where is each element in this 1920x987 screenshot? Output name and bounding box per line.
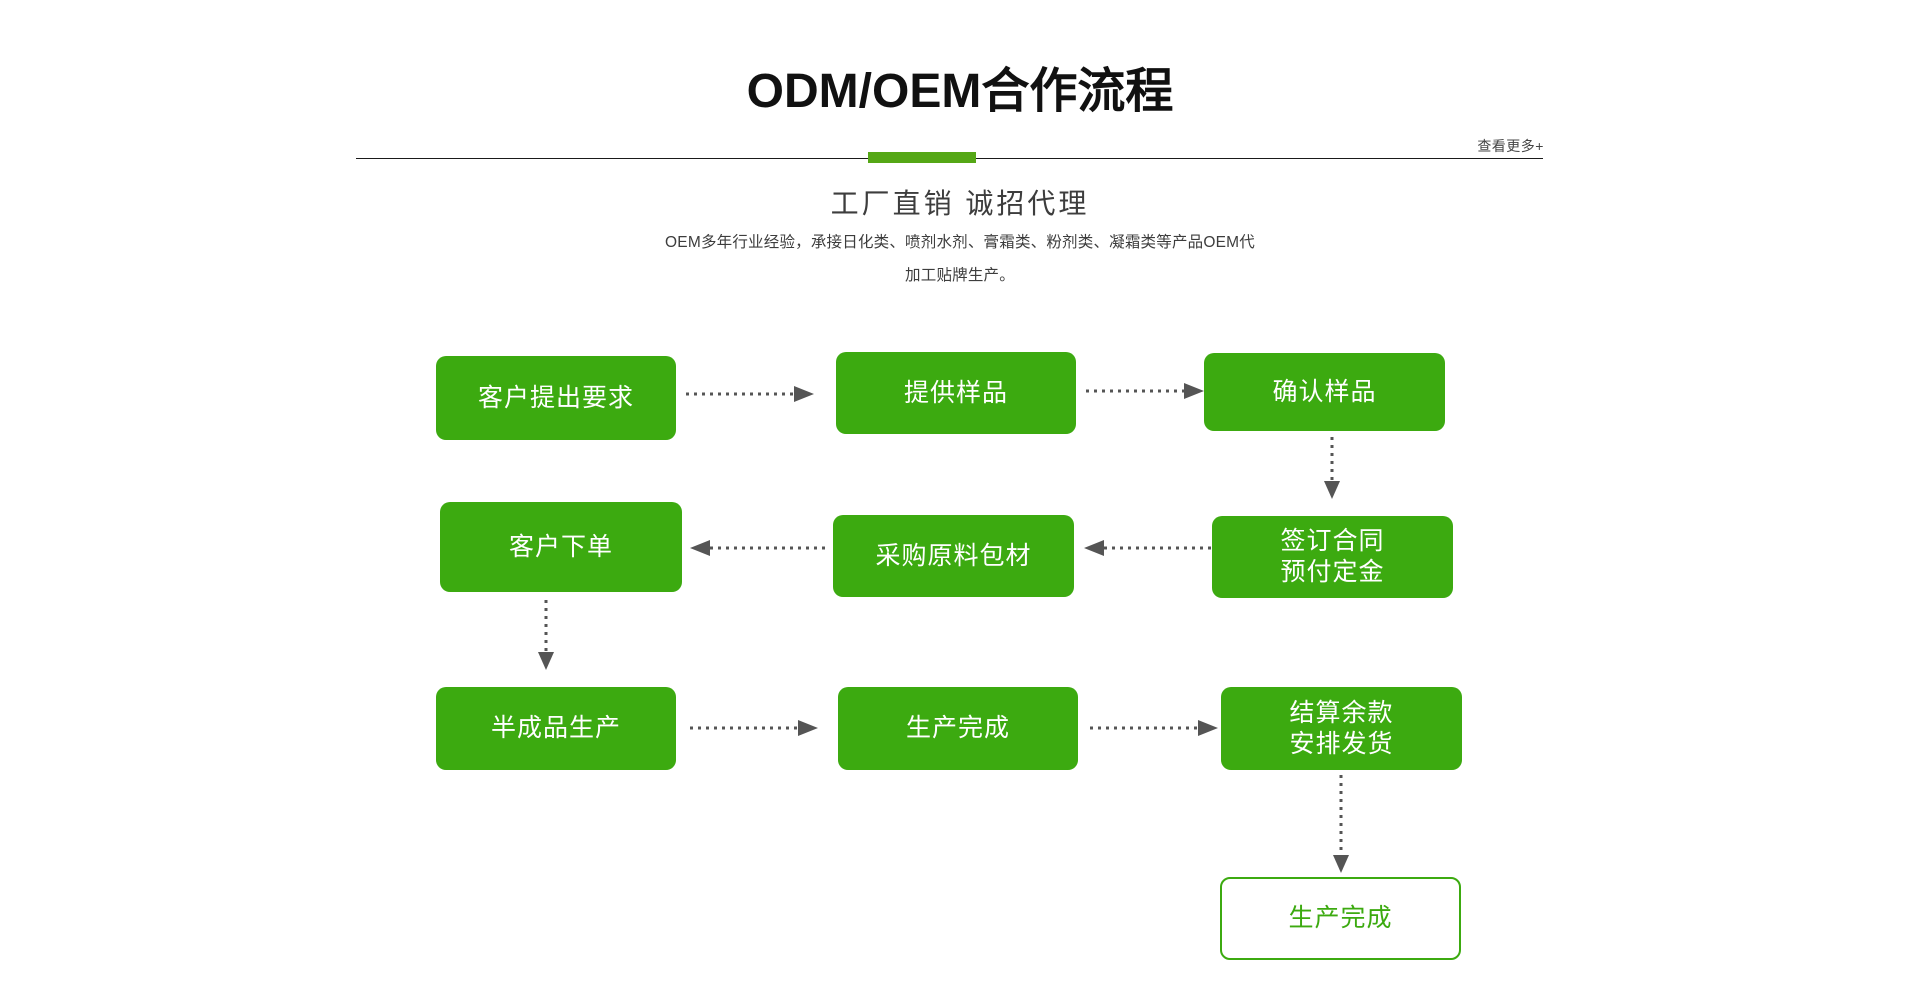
flow-node-customer-request[interactable]: 客户提出要求	[436, 356, 676, 440]
view-more-link[interactable]: 查看更多+	[1477, 138, 1544, 154]
flow-node-confirm-sample[interactable]: 确认样品	[1204, 353, 1445, 431]
arrow-left-1	[690, 540, 830, 556]
flow-node-purchase-materials[interactable]: 采购原料包材	[833, 515, 1074, 597]
section-subtitle: 工厂直销 诚招代理	[830, 188, 1090, 219]
arrow-right-4	[1090, 720, 1218, 736]
arrow-down-1	[1324, 437, 1340, 499]
flow-node-final-production-complete[interactable]: 生产完成	[1220, 877, 1461, 960]
header-divider-accent	[868, 152, 976, 163]
arrow-left-2	[1084, 540, 1212, 556]
arrow-right-1	[686, 386, 814, 402]
section-description: OEM多年行业经验，承接日化类、喷剂水剂、膏霜类、粉剂类、凝霜类等产品OEM代加…	[665, 234, 1255, 284]
page-title: ODM/OEM合作流程	[746, 65, 1174, 118]
flow-node-settle-balance-ship[interactable]: 结算余款 安排发货	[1221, 687, 1462, 770]
arrow-down-2	[538, 600, 554, 670]
arrow-right-3	[690, 720, 818, 736]
flow-node-provide-sample[interactable]: 提供样品	[836, 352, 1076, 434]
flow-node-semi-finished-production[interactable]: 半成品生产	[436, 687, 676, 770]
flow-node-sign-contract-deposit[interactable]: 签订合同 预付定金	[1212, 516, 1453, 598]
flow-node-customer-order[interactable]: 客户下单	[440, 502, 682, 592]
arrow-right-2	[1086, 383, 1204, 399]
arrow-down-3	[1333, 775, 1349, 873]
flow-node-production-complete[interactable]: 生产完成	[838, 687, 1078, 770]
